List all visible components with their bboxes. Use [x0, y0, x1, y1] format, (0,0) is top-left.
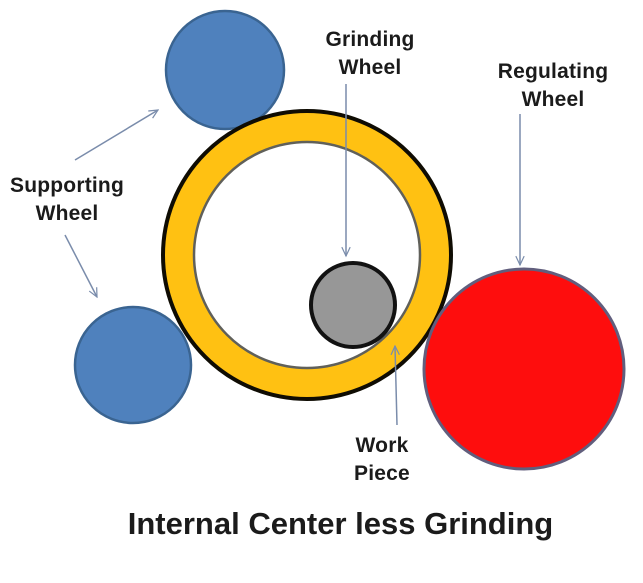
grinding-wheel-circle	[309, 261, 397, 349]
supporting-wheel-arrow-top	[74, 110, 158, 161]
label-regulating-wheel: Regulating Wheel	[473, 58, 633, 114]
label-work-piece-line1: Work	[355, 434, 409, 457]
label-supporting-wheel-line2: Wheel	[35, 202, 99, 225]
supporting-wheel-arrow-bottom	[64, 234, 98, 297]
label-grinding-wheel: Grinding Wheel	[290, 26, 450, 82]
label-grinding-wheel-line1: Grinding	[325, 28, 415, 51]
regulating-wheel-circle	[422, 267, 626, 471]
label-grinding-wheel-line2: Wheel	[338, 56, 402, 79]
label-regulating-wheel-line1: Regulating	[497, 60, 609, 83]
work-piece-ring-inner	[192, 140, 422, 370]
label-supporting-wheel: Supporting Wheel	[0, 172, 147, 228]
label-regulating-wheel-line2: Wheel	[521, 88, 585, 111]
label-work-piece-line2: Piece	[354, 462, 410, 485]
supporting-wheel-bottom-circle	[73, 305, 193, 425]
label-work-piece: Work Piece	[312, 432, 452, 488]
label-supporting-wheel-line1: Supporting	[10, 174, 124, 197]
work-piece-arrow	[395, 346, 397, 426]
diagram-title: Internal Center less Grinding	[127, 506, 554, 541]
supporting-wheel-top-circle	[164, 9, 286, 131]
